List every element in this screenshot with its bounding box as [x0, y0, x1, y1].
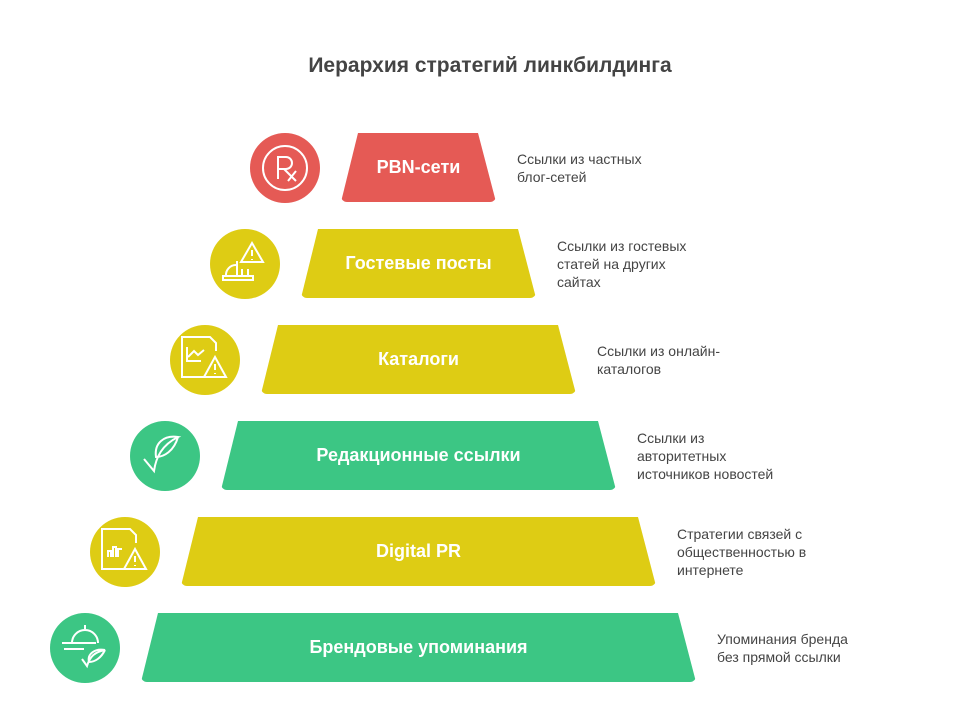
tier-icon-circle — [130, 421, 200, 491]
warning-helmet-icon — [222, 241, 265, 281]
tier-label: Редакционные ссылки — [316, 445, 521, 465]
pyramid-tier: Брендовые упоминания — [141, 613, 696, 682]
tier-label: PBN-сети — [376, 157, 461, 177]
tier-shape — [181, 517, 656, 586]
tier-shape — [341, 133, 496, 202]
diagram-title: Иерархия стратегий линкбилдинга — [308, 54, 672, 77]
rx-icon — [262, 145, 308, 191]
pyramid-tier: Каталоги — [261, 325, 576, 394]
cloche-leaf-icon — [62, 625, 106, 669]
tier-description: Упоминания бренда без прямой ссылки — [717, 631, 848, 665]
tier-icon-circle — [90, 517, 160, 587]
document-bars-warning-icon — [101, 528, 148, 570]
tier-shape — [301, 229, 536, 298]
tier-description: Ссылки из авторитетных источников новост… — [637, 430, 774, 482]
tier-description: Ссылки из онлайн- каталогов — [597, 343, 720, 377]
pyramid-tier: PBN-сети — [341, 133, 496, 202]
tier-shape — [141, 613, 696, 682]
tier-label: Каталоги — [378, 349, 459, 369]
tier-label: Гостевые посты — [345, 253, 492, 273]
tier-icon-circle — [170, 325, 240, 395]
tier-description: Ссылки из гостевых статей на других сайт… — [557, 238, 687, 290]
document-chart-warning-icon — [181, 336, 228, 378]
pyramid-tier: Digital PR — [181, 517, 656, 586]
tier-icon-circle — [50, 613, 120, 683]
leaf-check-icon — [143, 435, 182, 474]
tier-description: Стратегии связей с общественностью в инт… — [677, 526, 807, 578]
tier-label: Брендовые упоминания — [309, 637, 528, 657]
tier-description: Ссылки из частных блог-сетей — [517, 151, 642, 185]
tier-icon-circle — [250, 133, 320, 203]
tier-shape — [261, 325, 576, 394]
pyramid-tier: Гостевые посты — [301, 229, 536, 298]
tier-icon-circle — [210, 229, 280, 299]
pyramid-tier: Редакционные ссылки — [221, 421, 616, 490]
tier-shape — [221, 421, 616, 490]
tier-label: Digital PR — [375, 541, 461, 561]
